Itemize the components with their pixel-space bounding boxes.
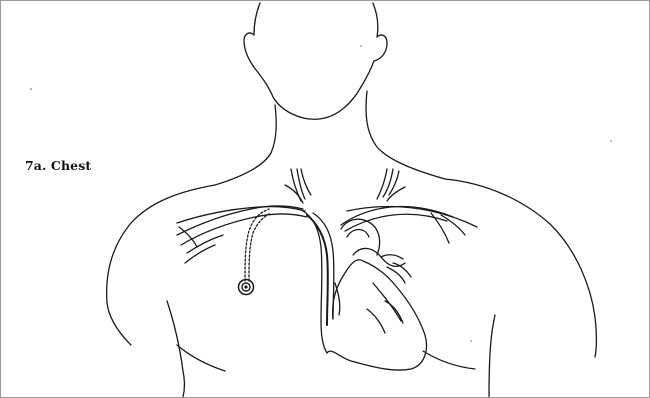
right-subclavian-veins [341,206,465,243]
neck-left-outline [215,105,276,185]
right-arm-lower-line [489,315,495,397]
left-subclavian-veins [177,206,307,263]
catheter-line-inner [249,213,271,281]
superior-vena-cava-left-wall [303,211,327,353]
heart-outline [327,260,426,370]
heart-coronary-vessels [367,301,403,333]
left-shoulder-outline [107,185,215,345]
port-icon [239,280,254,295]
right-neck-vessels [377,169,405,201]
superior-vena-cava-right-wall [313,213,334,319]
right-pectoral-line [423,351,475,369]
pulmonary-branches [381,255,411,283]
left-pectoral-line [177,345,225,371]
right-shoulder-outline [445,179,597,357]
aortic-arch-inner [347,230,369,238]
figure-label: 7a. Chest [25,158,91,173]
right-clavicle-line [347,207,477,228]
left-neck-vessels [285,169,311,203]
neck-right-outline [366,91,445,179]
